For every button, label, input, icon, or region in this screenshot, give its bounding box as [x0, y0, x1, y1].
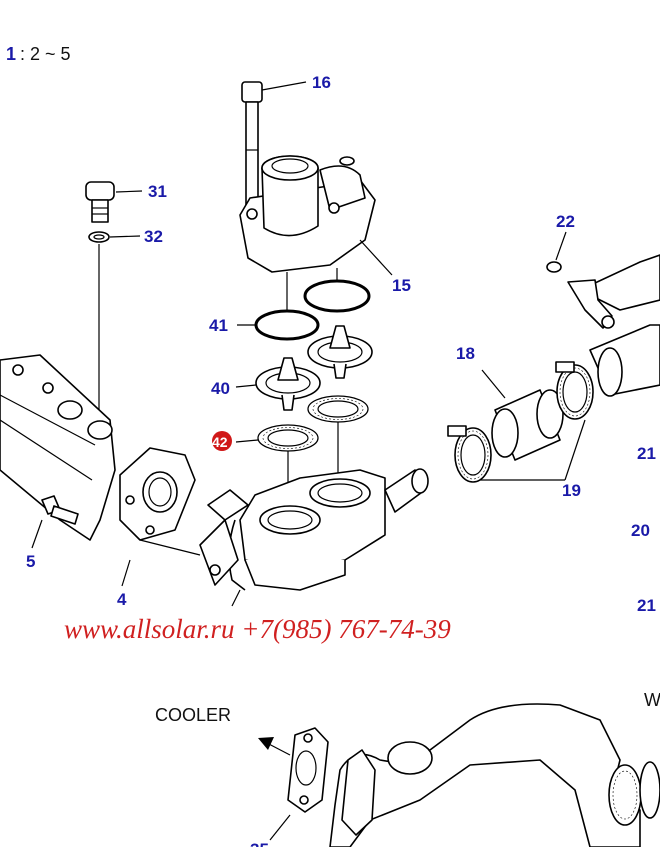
scale-label: 1: 2 ~ 5: [6, 44, 71, 64]
callout-15: 15: [392, 276, 411, 295]
part-41-o-rings[interactable]: [237, 268, 371, 341]
callout-41: 41: [209, 316, 228, 335]
part-16-bolt[interactable]: [241, 81, 307, 218]
highlight-badge: [212, 431, 232, 451]
lower-thermostat-case[interactable]: [199, 468, 429, 607]
cooler-arrow-icon: [258, 737, 291, 756]
watermark-text: www.allsolar.ru +7(985) 767-74-39: [64, 614, 451, 644]
part-18-hose[interactable]: [481, 369, 564, 461]
callout-18: 18: [456, 344, 475, 363]
part-31-bolt[interactable]: [85, 181, 143, 223]
callout-21-lower: 21: [637, 596, 656, 615]
part-15-thermostat-housing[interactable]: [239, 155, 393, 276]
callout-19: 19: [562, 481, 581, 500]
lower-bent-pipe[interactable]: [329, 703, 660, 847]
part-32-washer[interactable]: [88, 231, 141, 410]
part-42-gaskets[interactable]: [235, 395, 369, 500]
callout-21-upper: 21: [637, 444, 656, 463]
callout-20: 20: [631, 521, 650, 540]
part-4-manifold-flange[interactable]: [0, 354, 201, 587]
callout-w-fragment: W: [644, 690, 660, 710]
part-35-flange[interactable]: [269, 727, 329, 841]
callout-16: 16: [312, 73, 331, 92]
cooler-label: COOLER: [155, 705, 231, 725]
callout-5: 5: [26, 552, 35, 571]
part-5-bolt[interactable]: [31, 495, 79, 549]
right-pipe-bracket[interactable]: [567, 254, 660, 397]
callout-22: 22: [556, 212, 575, 231]
callout-4: 4: [117, 590, 127, 609]
callout-35: 35: [250, 840, 269, 847]
part-19-hose-clamps[interactable]: [447, 361, 594, 483]
callout-31: 31: [148, 182, 167, 201]
callout-labels: 16 31 32 15 22 41 18 40 42 19 21 20 21 5…: [26, 73, 660, 847]
part-22-bolt[interactable]: [546, 231, 567, 273]
callout-40: 40: [211, 379, 230, 398]
callout-42: 42: [212, 434, 228, 450]
part-40-thermostats[interactable]: [235, 325, 373, 411]
callout-32: 32: [144, 227, 163, 246]
